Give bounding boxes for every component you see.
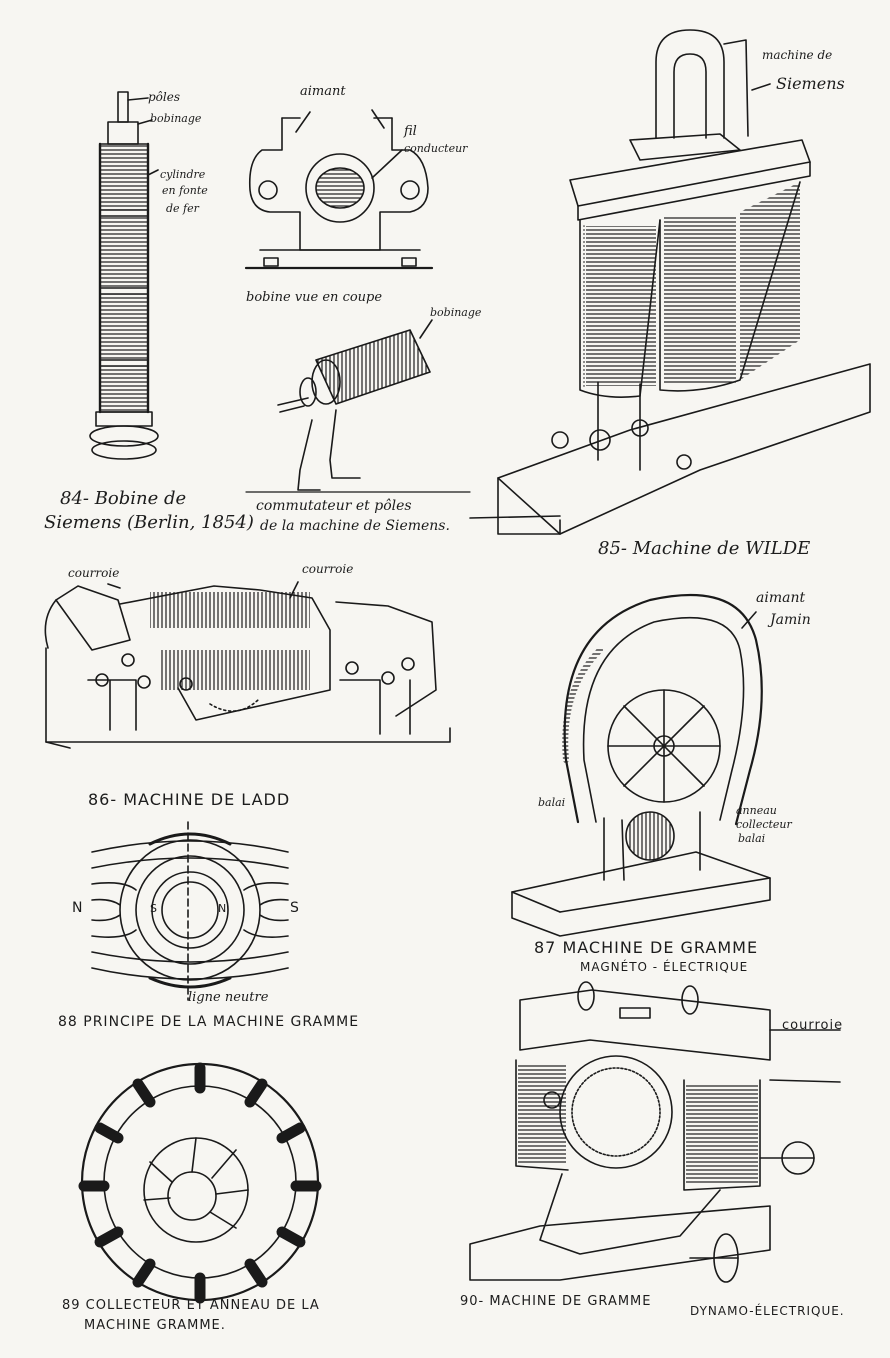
fig86-ladd-machine — [44, 581, 451, 749]
fig88-gramme-principle — [91, 821, 289, 1001]
label-bobine-coupe: bobine vue en coupe — [246, 290, 383, 305]
label-balai-2: balai — [738, 832, 766, 845]
label-bobinage: bobinage — [150, 112, 202, 125]
label-ligne-neutre: ligne neutre — [188, 990, 269, 1005]
label-cylindre: cylindre — [160, 168, 206, 181]
label-machine-de: machine de — [762, 48, 833, 62]
label-courroie-2: courroie — [302, 562, 354, 576]
label-S: S — [290, 900, 300, 916]
caption-87-line1: 87 MACHINE DE GRAMME — [534, 938, 759, 957]
caption-88: 88 PRINCIPE DE LA MACHINE GRAMME — [58, 1014, 360, 1030]
caption-87-line2: MAGNÉTO - ÉLECTRIQUE — [580, 960, 749, 974]
label-poles: pôles — [148, 90, 181, 104]
label-courroie-1: courroie — [68, 566, 120, 580]
caption-89-line1: 89 COLLECTEUR ET ANNEAU DE LA — [62, 1298, 320, 1313]
label-s-inner: S — [150, 902, 158, 915]
fig85-wilde-machine — [469, 29, 871, 535]
caption-84-line1: 84- Bobine de — [60, 488, 187, 509]
fig89-collector-ring — [78, 1062, 322, 1304]
fig84b-bobbin-section — [244, 109, 434, 270]
fig84c-commutator — [245, 319, 471, 493]
fig90-gramme-dynamo — [469, 981, 841, 1283]
label-aimant: aimant — [300, 84, 346, 99]
label-n-inner: N — [218, 902, 228, 915]
caption-90-line1: 90- MACHINE DE GRAMME — [460, 1294, 652, 1309]
label-en-fonte: en fonte — [162, 184, 208, 197]
caption-85: 85- Machine de WILDE — [598, 538, 811, 559]
label-fil: fil — [404, 124, 417, 139]
label-bobinage-2: bobinage — [430, 306, 482, 319]
caption-86: 86- MACHINE DE LADD — [88, 790, 291, 809]
label-de-fer: de fer — [166, 202, 199, 215]
label-siemens: Siemens — [776, 74, 845, 93]
label-anneau: anneau — [736, 804, 777, 817]
caption-90-line2: DYNAMO-ÉLECTRIQUE. — [690, 1304, 845, 1318]
label-balai-1: balai — [538, 796, 566, 809]
label-commutateur-1: commutateur et pôles — [256, 498, 412, 514]
label-commutateur-2: de la machine de Siemens. — [260, 518, 450, 534]
caption-84-line2: Siemens (Berlin, 1854) — [44, 512, 254, 533]
fig84-siemens-bobbin — [89, 91, 159, 460]
caption-89-line2: MACHINE GRAMME. — [84, 1318, 226, 1333]
label-conducteur: conducteur — [404, 142, 468, 155]
label-N: N — [72, 900, 84, 916]
label-courroie-90: courroie — [782, 1018, 844, 1033]
label-jamin: Jamin — [770, 612, 811, 628]
label-collecteur: collecteur — [736, 818, 792, 831]
label-aimant-87: aimant — [756, 590, 806, 606]
fig87-gramme-magneto — [511, 593, 771, 937]
